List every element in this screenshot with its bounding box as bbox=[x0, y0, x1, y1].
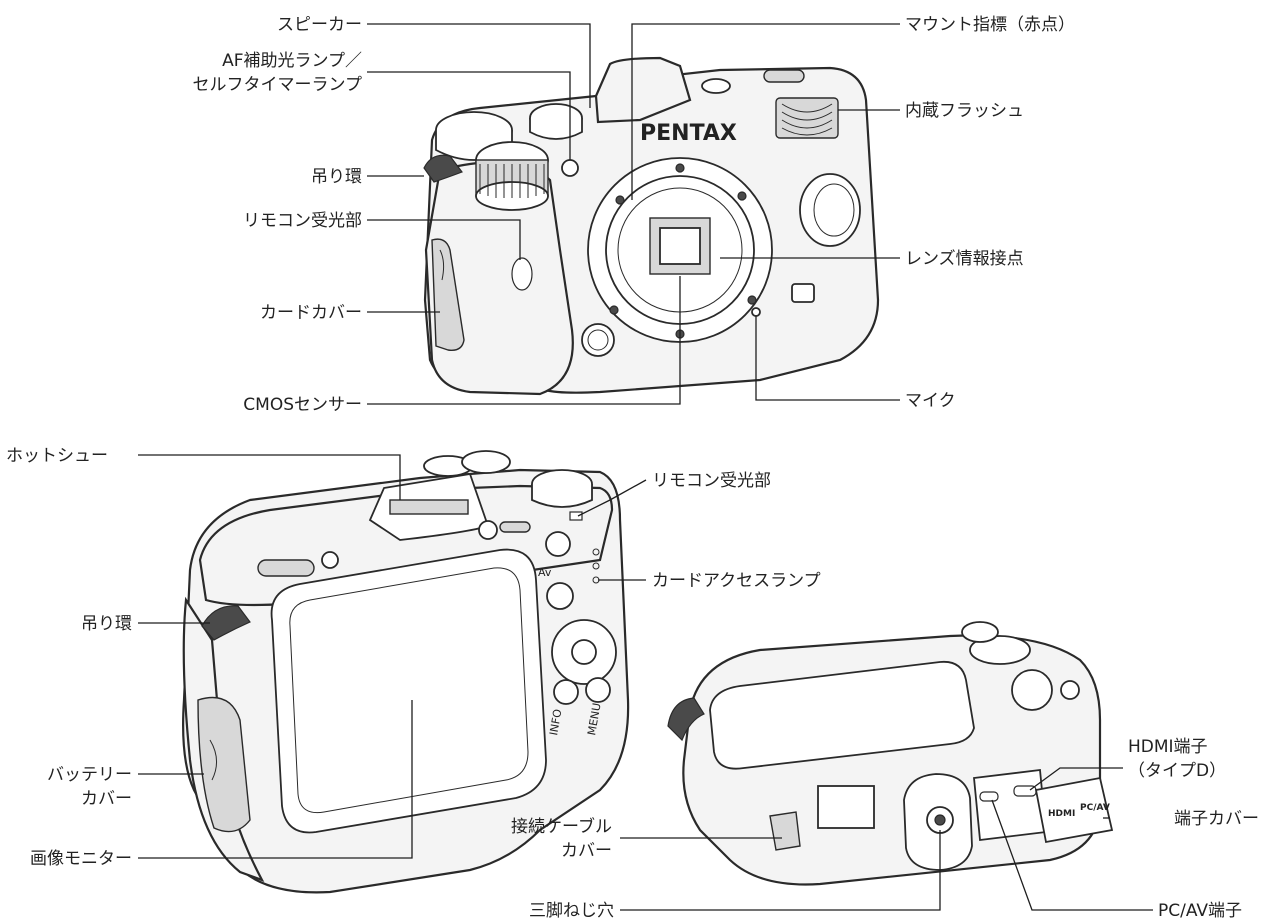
label-bottom-cable-cover-2: カバー bbox=[561, 841, 612, 861]
label-bottom-pcav: PC/AV端子 bbox=[1158, 901, 1242, 921]
label-back-hot-shoe: ホットシュー bbox=[6, 446, 108, 466]
label-back-battery-cover-1: バッテリー bbox=[47, 765, 132, 785]
label-bottom-hdmi-2: （タイプD） bbox=[1128, 761, 1226, 781]
brand-logo: PENTAX bbox=[640, 121, 737, 146]
hdmi-marking: HDMI bbox=[1048, 809, 1075, 819]
label-back-remote-receiver: リモコン受光部 bbox=[652, 471, 771, 491]
label-front-af-lamp-2: セルフタイマーランプ bbox=[193, 75, 363, 95]
label-front-card-cover: カードカバー bbox=[260, 303, 362, 323]
bottom-camera: HDMI PC/AV bbox=[668, 622, 1112, 885]
label-front-flash: 内蔵フラッシュ bbox=[905, 101, 1024, 121]
label-front-cmos: CMOSセンサー bbox=[243, 395, 362, 415]
label-front-speaker: スピーカー bbox=[277, 15, 362, 35]
front-camera: PENTAX bbox=[424, 58, 878, 394]
label-back-battery-cover-2: カバー bbox=[81, 789, 132, 809]
label-back-monitor: 画像モニター bbox=[30, 849, 132, 869]
label-back-card-lamp: カードアクセスランプ bbox=[652, 571, 821, 591]
label-front-mic: マイク bbox=[905, 391, 956, 411]
label-front-mount-index: マウント指標（赤点） bbox=[905, 15, 1075, 35]
label-back-strap-lug: 吊り環 bbox=[81, 614, 132, 634]
label-bottom-hdmi-1: HDMI端子 bbox=[1128, 737, 1208, 757]
label-front-strap-lug: 吊り環 bbox=[311, 167, 362, 187]
label-front-remote-receiver: リモコン受光部 bbox=[243, 211, 362, 231]
label-front-lens-contacts: レンズ情報接点 bbox=[905, 249, 1024, 269]
label-front-af-lamp-1: AF補助光ランプ／ bbox=[222, 51, 362, 71]
pcav-marking: PC/AV bbox=[1080, 803, 1110, 813]
label-bottom-tripod: 三脚ねじ穴 bbox=[529, 901, 614, 921]
label-bottom-cable-cover-1: 接続ケーブル bbox=[511, 816, 612, 837]
label-bottom-terminal-cover: 端子カバー bbox=[1174, 809, 1259, 829]
av-marking: Av bbox=[538, 566, 552, 579]
